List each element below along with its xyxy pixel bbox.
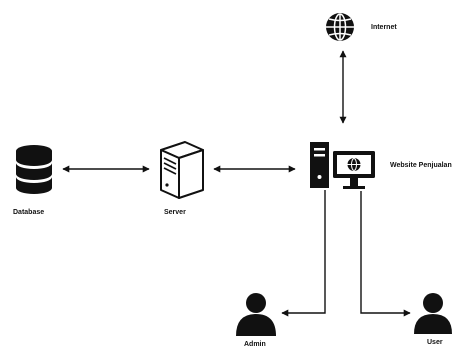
website-label: Website Penjualan bbox=[390, 162, 452, 169]
connector-website-admin bbox=[281, 190, 326, 317]
user-label: User bbox=[427, 339, 443, 346]
admin-person-icon bbox=[236, 293, 276, 336]
desktop-computer-icon bbox=[310, 142, 375, 189]
database-icon bbox=[16, 145, 52, 194]
connector-website-user bbox=[360, 191, 411, 317]
server-icon bbox=[160, 141, 204, 199]
globe-icon bbox=[326, 13, 354, 41]
server-label: Server bbox=[164, 209, 186, 216]
database-label: Database bbox=[13, 209, 45, 216]
internet-label: Internet bbox=[371, 24, 397, 31]
admin-label: Admin bbox=[244, 341, 266, 348]
user-person-icon bbox=[414, 293, 452, 334]
